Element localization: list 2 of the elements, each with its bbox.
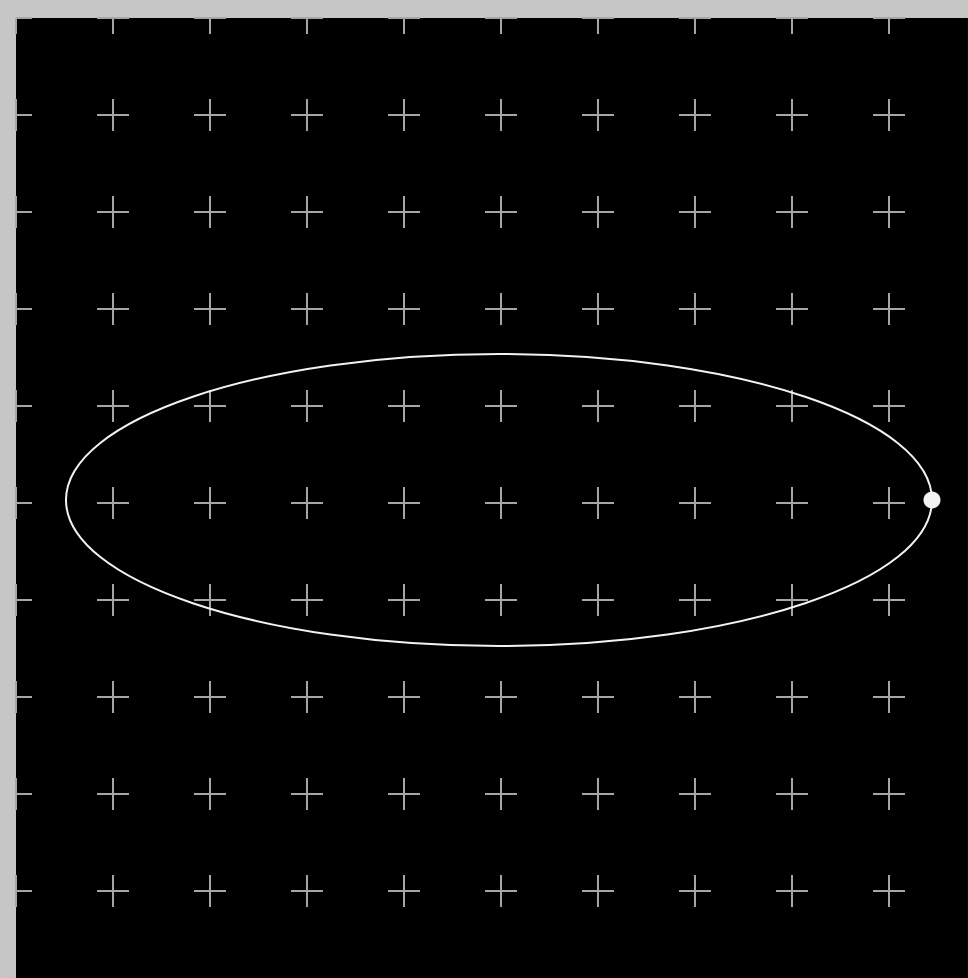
point-marker [923,491,941,509]
ellipse-curve [65,353,933,647]
